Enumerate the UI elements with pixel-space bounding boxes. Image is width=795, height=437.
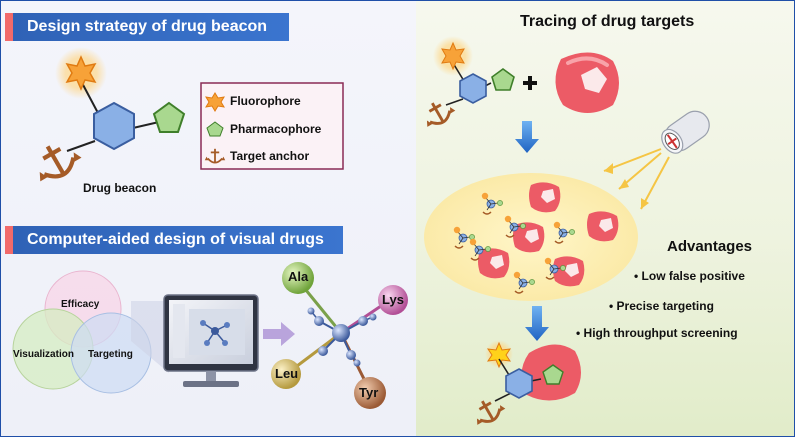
legend-label-pharmacophore: Pharmacophore (230, 122, 322, 136)
venn-diagram (12, 270, 152, 394)
banner-computer-aided: Computer-aided design of visual drugs (5, 226, 343, 254)
advantage-item-2: • Precise targeting (609, 299, 714, 313)
legend-label-target-anchor: Target anchor (230, 149, 310, 163)
advantages-title: Advantages (667, 238, 753, 255)
advantage-text: Precise targeting (616, 299, 714, 313)
beacon-molecule-small (416, 36, 515, 132)
advantage-item-3: • High throughput screening (576, 326, 738, 340)
node-leu (271, 359, 301, 389)
node-ala (282, 262, 314, 294)
advantage-item-1: • Low false positive (634, 269, 745, 283)
venn-label-targeting: Targeting (88, 349, 133, 360)
light-source-icon (603, 110, 710, 210)
node-label-tyr: Tyr (359, 385, 379, 400)
node-label-lys: Lys (382, 292, 404, 307)
banner-design-strategy: Design strategy of drug beacon (5, 13, 289, 41)
target-protein-icon (555, 52, 619, 113)
down-arrow-icon-2 (525, 306, 549, 341)
purple-arrow-icon (263, 322, 295, 346)
pharmacophore-pentagon-icon (152, 101, 186, 133)
core-hexagon-icon (93, 101, 135, 151)
fluorophore-star-icon (65, 55, 97, 91)
node-lys (378, 285, 408, 315)
legend-pharmacophore-icon (206, 121, 224, 137)
venn-label-visualization: Visualization (13, 349, 74, 360)
node-label-leu: Leu (275, 366, 299, 381)
down-arrow-icon (515, 121, 539, 153)
legend-box (200, 82, 344, 170)
drug-beacon-molecule (27, 47, 186, 187)
plus-icon (523, 76, 537, 90)
advantage-text: High throughput screening (583, 326, 738, 340)
advantage-text: Low false positive (641, 269, 745, 283)
target-anchor-icon (27, 135, 84, 187)
venn-label-efficacy: Efficacy (61, 299, 100, 310)
node-label-ala: Ala (288, 269, 309, 284)
bullet: • (576, 326, 581, 340)
molecular-network (271, 262, 408, 409)
bullet: • (634, 269, 639, 283)
computer-monitor-icon (131, 294, 259, 387)
bound-complex (466, 340, 581, 430)
bullet: • (609, 299, 614, 313)
right-title: Tracing of drug targets (520, 13, 695, 30)
legend-fluorophore-icon (205, 92, 225, 112)
node-tyr (354, 377, 386, 409)
legend-label-fluorophore: Fluorophore (230, 94, 301, 108)
drug-beacon-caption: Drug beacon (83, 181, 157, 195)
